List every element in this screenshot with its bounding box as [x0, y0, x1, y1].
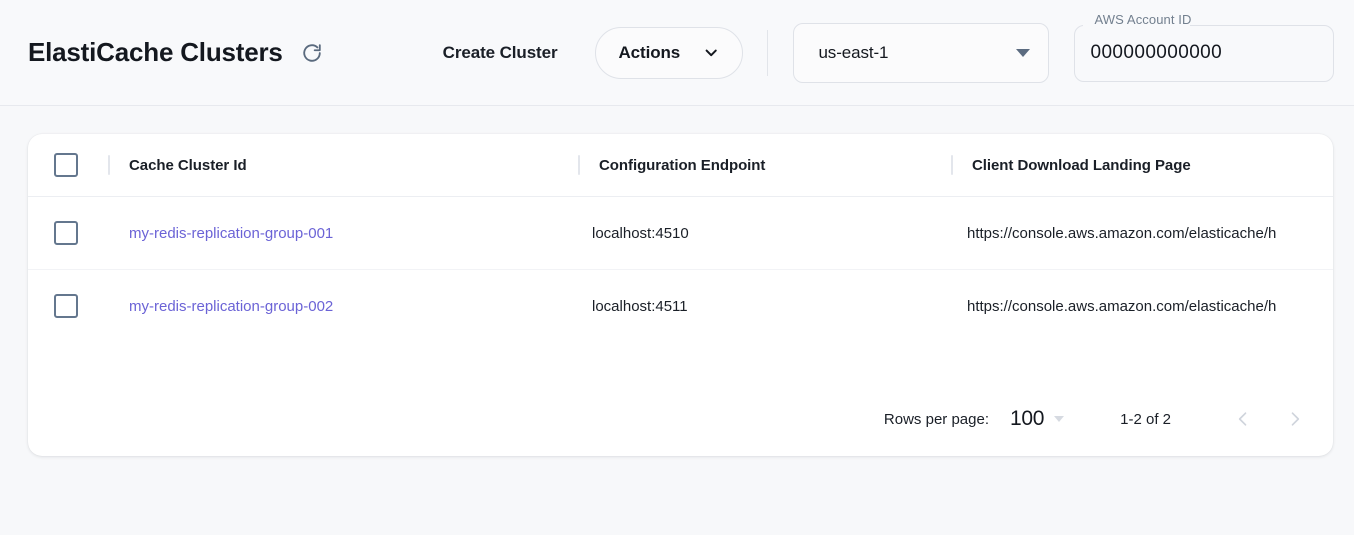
page-title: ElastiCache Clusters	[28, 37, 283, 67]
cell-client-download-landing-page: https://console.aws.amazon.com/elasticac…	[967, 224, 1277, 242]
aws-account-id-input[interactable]	[1090, 41, 1331, 64]
chevron-down-icon	[705, 49, 717, 57]
app-header: ElastiCache Clusters Create Cluster Acti…	[0, 0, 1354, 106]
table-row[interactable]: my-redis-replication-group-001 localhost…	[28, 196, 1333, 270]
title-block: ElastiCache Clusters	[28, 37, 327, 68]
select-all-checkbox[interactable]	[54, 153, 78, 177]
caret-down-icon	[1015, 48, 1030, 57]
select-all-cell	[28, 134, 104, 197]
row-select-cell	[28, 270, 104, 343]
pagination-bar: Rows per page: 100 1-2 of 2	[28, 382, 1333, 456]
actions-button-label: Actions	[618, 42, 681, 62]
row-checkbox[interactable]	[54, 221, 78, 245]
chevron-left-icon	[1238, 412, 1247, 426]
table-body: my-redis-replication-group-001 localhost…	[28, 196, 1333, 343]
clusters-table: Cache Cluster Id Configuration Endpoint …	[28, 134, 1333, 343]
table-header-row: Cache Cluster Id Configuration Endpoint …	[28, 134, 1333, 197]
cell-cache-cluster-id: my-redis-replication-group-002	[104, 270, 574, 343]
page-nav	[1229, 405, 1309, 433]
main-content: Cache Cluster Id Configuration Endpoint …	[0, 106, 1354, 456]
aws-account-id-field[interactable]: AWS Account ID AWS Account ID	[1073, 12, 1334, 82]
table-header: Cache Cluster Id Configuration Endpoint …	[28, 134, 1333, 197]
region-select[interactable]: us-east-1	[793, 22, 1049, 83]
clusters-card: Cache Cluster Id Configuration Endpoint …	[28, 134, 1333, 456]
column-header-cache-cluster-id[interactable]: Cache Cluster Id	[104, 134, 574, 197]
table-row[interactable]: my-redis-replication-group-002 localhost…	[28, 269, 1333, 343]
cluster-link[interactable]: my-redis-replication-group-001	[129, 224, 334, 242]
caret-down-icon	[1054, 416, 1065, 422]
row-checkbox[interactable]	[54, 294, 78, 319]
column-header-label: Client Download Landing Page	[972, 156, 1191, 174]
cluster-link[interactable]: my-redis-replication-group-002	[129, 297, 334, 315]
column-header-label: Cache Cluster Id	[129, 156, 247, 174]
rows-per-page-select[interactable]: 100	[1009, 407, 1065, 431]
column-header-label: Configuration Endpoint	[599, 156, 766, 174]
refresh-icon-glyph	[302, 43, 321, 62]
column-header-client-download-landing-page[interactable]: Client Download Landing Page	[947, 134, 1333, 197]
rows-per-page-value: 100	[1009, 407, 1045, 430]
pagination-range: 1-2 of 2	[1120, 410, 1171, 428]
cell-cache-cluster-id: my-redis-replication-group-001	[104, 197, 574, 270]
previous-page-button[interactable]	[1229, 405, 1257, 433]
header-divider	[767, 29, 769, 76]
cell-client-download-landing-page: https://console.aws.amazon.com/elasticac…	[967, 297, 1277, 315]
row-select-cell	[28, 197, 104, 270]
region-select-value: us-east-1	[818, 42, 889, 62]
next-page-button[interactable]	[1281, 405, 1309, 433]
cell-configuration-endpoint: localhost:4510	[592, 224, 689, 242]
aws-account-id-label: AWS Account ID	[1094, 11, 1192, 27]
cell-configuration-endpoint: localhost:4511	[592, 297, 688, 315]
actions-button[interactable]: Actions	[595, 26, 744, 79]
rows-per-page-label: Rows per page:	[883, 410, 989, 428]
refresh-icon[interactable]	[297, 38, 327, 68]
chevron-right-icon	[1291, 412, 1300, 426]
column-header-configuration-endpoint[interactable]: Configuration Endpoint	[574, 134, 947, 197]
create-cluster-button[interactable]: Create Cluster	[439, 35, 562, 71]
